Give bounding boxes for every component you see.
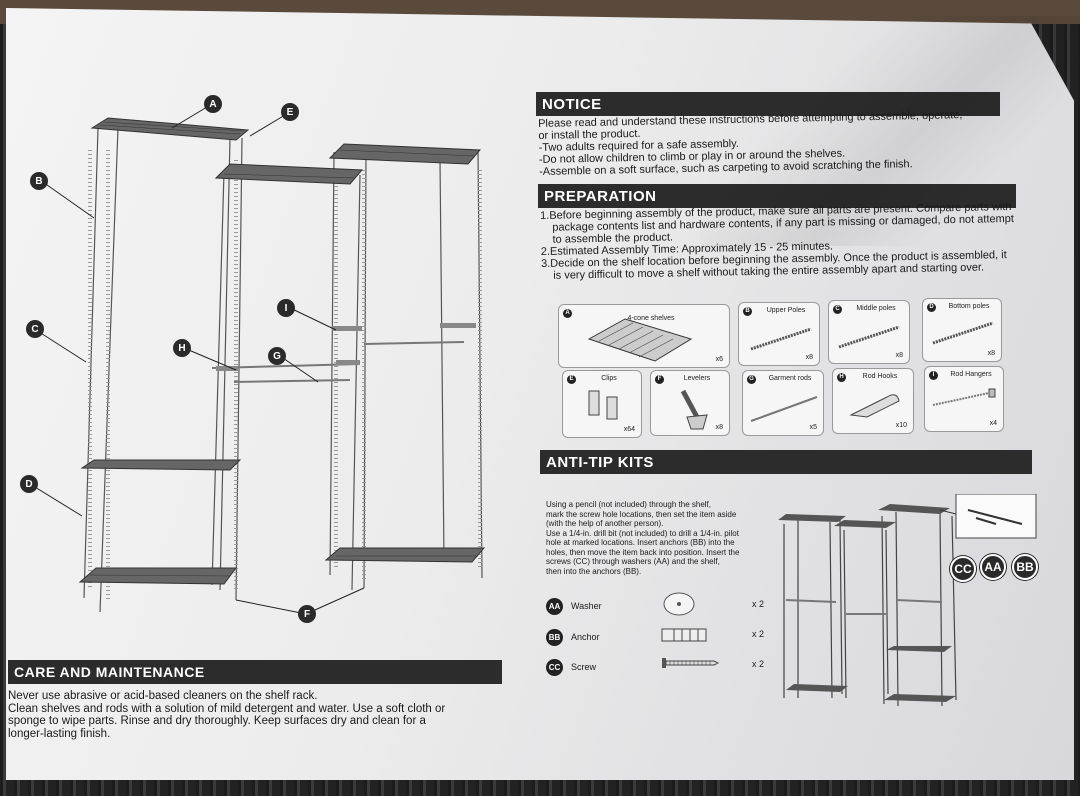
anti-tip-heading: ANTI-TIP KITS xyxy=(540,450,1032,474)
part-name: 4-cone shelves xyxy=(627,315,675,322)
part-card-h: H Rod Hooks x10 xyxy=(832,368,914,434)
washer-icon xyxy=(663,592,695,616)
part-letter: E xyxy=(567,375,576,384)
callout-d: D xyxy=(20,475,38,493)
part-qty: x8 xyxy=(987,350,995,357)
part-qty: x8 xyxy=(895,352,903,359)
callout-e: E xyxy=(281,103,299,121)
callout-h: H xyxy=(173,339,191,357)
part-qty: x8 xyxy=(715,424,723,431)
tag-aa: AA xyxy=(980,554,1006,580)
anti-tip-line: Use a 1/4-in. drill bit (not included) t… xyxy=(546,528,739,538)
anti-tip-instructions: Using a pencil (not included) through th… xyxy=(546,500,778,576)
part-name: Rod Hangers xyxy=(950,371,992,378)
part-card-c: C Middle poles x8 xyxy=(828,300,910,364)
tag-bb: BB xyxy=(1012,554,1038,580)
upper-pole-icon xyxy=(750,327,812,351)
care-line: Clean shelves and rods with a solution o… xyxy=(8,702,446,715)
clip-icon xyxy=(588,390,618,420)
care-line: longer-lasting finish. xyxy=(8,727,111,740)
callout-g: G xyxy=(268,347,286,365)
part-name: Bottom poles xyxy=(948,303,990,310)
hardware-name: Washer xyxy=(571,601,602,611)
care-text: Never use abrasive or acid-based cleaner… xyxy=(8,690,508,740)
hardware-qty: x 2 xyxy=(752,599,765,609)
callout-i: I xyxy=(277,299,295,317)
hardware-name: Anchor xyxy=(571,632,600,642)
garment-rod-icon xyxy=(750,396,818,422)
part-letter: G xyxy=(747,375,756,384)
anti-tip-line: screws (CC) through washers (AA) and the… xyxy=(546,557,720,566)
hardware-qty: x 2 xyxy=(752,659,765,669)
part-qty: x6 xyxy=(715,356,723,363)
part-letter: H xyxy=(837,373,846,382)
shelf-assembly-diagram xyxy=(29,103,486,615)
care-line: Never use abrasive or acid-based cleaner… xyxy=(8,690,318,702)
part-card-b: B Upper Poles x8 xyxy=(738,302,820,366)
notice-text: Please read and understand these instruc… xyxy=(538,108,1009,178)
part-letter: F xyxy=(655,375,664,384)
part-card-e: E Clips x64 xyxy=(562,370,642,438)
bottom-pole-icon xyxy=(932,321,994,345)
part-name: Upper Poles xyxy=(766,307,806,314)
part-name: Middle poles xyxy=(856,305,896,312)
callout-c: C xyxy=(26,320,44,338)
callout-a: A xyxy=(204,95,222,113)
hardware-code: AA xyxy=(546,597,563,615)
part-card-d: D Bottom poles x8 xyxy=(922,298,1002,362)
middle-pole-icon xyxy=(838,325,900,349)
care-line: sponge to wipe parts. Rinse and dry thor… xyxy=(8,715,426,727)
part-card-f: F Levelers x8 xyxy=(650,370,730,436)
rod-hook-icon xyxy=(849,394,900,418)
hardware-name: Screw xyxy=(571,662,597,672)
anti-tip-line: holes, then move the item back into posi… xyxy=(546,547,740,557)
hardware-row-screw: CC Screw xyxy=(546,658,596,676)
hardware-row-anchor: BB Anchor xyxy=(546,628,600,646)
part-card-a: A 4-cone shelves x6 xyxy=(558,304,730,368)
shelf-icon xyxy=(587,318,693,362)
screw-icon xyxy=(662,658,720,668)
part-letter: C xyxy=(833,305,842,314)
callout-f: F xyxy=(298,605,316,623)
part-letter: D xyxy=(927,303,936,312)
notice-heading: NOTICE xyxy=(536,92,1000,116)
part-qty: x10 xyxy=(895,422,907,429)
anti-tip-line: (with the help of another person). xyxy=(546,519,664,528)
part-letter: B xyxy=(743,307,752,316)
part-letter: A xyxy=(563,309,572,318)
hardware-code: CC xyxy=(546,658,563,676)
anti-tip-line: Using a pencil (not included) through th… xyxy=(546,500,711,509)
part-letter: I xyxy=(929,371,938,380)
part-card-g: G Garment rods x5 xyxy=(742,370,824,436)
anti-tip-assembly-diagram xyxy=(778,494,1037,707)
part-qty: x64 xyxy=(623,426,635,433)
hardware-code: BB xyxy=(546,628,563,646)
care-heading: CARE AND MAINTENANCE xyxy=(8,660,502,684)
anchor-icon xyxy=(661,628,707,642)
anti-tip-line: mark the screw hole locations, then set … xyxy=(546,509,737,519)
anti-tip-line: then into the anchors (BB). xyxy=(546,566,642,576)
tag-cc: CC xyxy=(950,556,976,582)
part-qty: x8 xyxy=(805,354,813,361)
part-qty: x4 xyxy=(989,420,997,427)
hardware-row-washer: AA Washer xyxy=(546,597,602,615)
leveler-icon xyxy=(680,389,708,430)
part-card-i: I Rod Hangers x4 xyxy=(924,366,1004,432)
preparation-heading: PREPARATION xyxy=(538,184,1016,208)
part-name: Levelers xyxy=(683,375,711,382)
parts-list: A 4-cone shelves x6 B Upper Poles x8 C M… xyxy=(558,298,1034,438)
part-name: Garment rods xyxy=(768,375,812,382)
preparation-text: 1.Before beginning assembly of the produ… xyxy=(540,201,1015,282)
part-name: Rod Hooks xyxy=(862,373,898,380)
anti-tip-line: hole at marked locations. Insert anchors… xyxy=(546,538,735,547)
hardware-qty: x 2 xyxy=(752,629,765,639)
callout-b: B xyxy=(30,172,48,190)
part-name: Clips xyxy=(601,375,617,382)
rod-hanger-icon xyxy=(932,388,996,406)
part-qty: x5 xyxy=(809,424,817,431)
